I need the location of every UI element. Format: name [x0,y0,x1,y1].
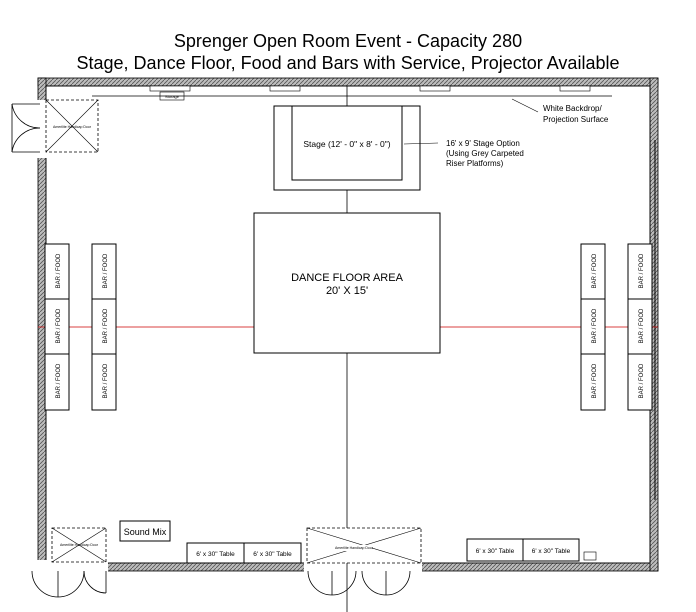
bar-label: BAR / FOOD [56,363,62,398]
door-landing-top-left: Amerilite Handicap Door [45,99,99,153]
dance-floor-label: DANCE FLOOR AREA [291,272,404,284]
sound-mix-label: Sound Mix [124,527,167,537]
bottom-center-door-opening [304,560,422,576]
bar-label: BAR / FOOD [103,308,109,343]
door-label: Amerilite Handicap Door [60,543,99,547]
left-wall-doors [11,103,41,153]
stage: Stage (12' - 0" x 8' - 0") [273,105,421,191]
plan-title: Sprenger Open Room Event - Capacity 280 [173,31,523,51]
stage-label: Stage (12' - 0" x 8' - 0") [303,139,390,149]
door-label: Amerilite Handicap Door [53,125,92,129]
bar-label: BAR / FOOD [56,253,62,288]
bar-label: BAR / FOOD [592,363,598,398]
bar-label: BAR / FOOD [592,308,598,343]
bar-label: BAR / FOOD [56,308,62,343]
door-landing-bottom-center: Amerilite Handicap Door [306,527,422,564]
storage-tag-label: Storage [165,94,180,99]
bar-column-3: BAR / FOOD BAR / FOOD BAR / FOOD [580,243,606,411]
bar-label: BAR / FOOD [103,253,109,288]
door-label: Amerilite Handicap Door [335,546,374,550]
backdrop-leader [511,98,539,113]
table-group-right: 6' x 30" Table 6' x 30" Table [466,538,580,562]
bar-column-4: BAR / FOOD BAR / FOOD BAR / FOOD [627,243,653,411]
bottom-left-door-opening [30,560,108,576]
small-fixture [583,551,597,561]
bottom-center-doors [307,570,411,596]
backdrop-label-2: Projection Surface [543,115,609,124]
bar-label: BAR / FOOD [103,363,109,398]
stage-option-leader [403,142,439,145]
bar-label: BAR / FOOD [639,308,645,343]
table-group-left: 6' x 30" Table 6' x 30" Table [186,542,302,564]
plan-subtitle: Stage, Dance Floor, Food and Bars with S… [76,53,620,73]
dance-floor: DANCE FLOOR AREA 20' X 15' [253,212,441,354]
bottom-left-doors [31,570,107,598]
backdrop-label-1: White Backdrop/ [543,104,602,113]
bar-label: BAR / FOOD [592,253,598,288]
door-landing-bottom-left: Amerilite Handicap Door [51,527,107,563]
table-label: 6' x 30" Table [476,548,515,555]
bar-column-2: BAR / FOOD BAR / FOOD BAR / FOOD [91,243,117,411]
top-wall-notches [149,85,591,92]
bar-label: BAR / FOOD [639,253,645,288]
sound-mix: Sound Mix [119,520,171,542]
table-label: 6' x 30" Table [532,548,571,555]
bar-label: BAR / FOOD [639,363,645,398]
stage-option-label-1: 16' x 9' Stage Option [446,139,520,148]
bar-column-1: BAR / FOOD BAR / FOOD BAR / FOOD [44,243,70,411]
left-door-opening [8,100,50,158]
stage-option-label-2: (Using Grey Carpeted [446,149,524,158]
dance-floor-size: 20' X 15' [326,285,368,297]
stage-option-label-3: Riser Platforms) [446,159,504,168]
table-label: 6' x 30" Table [253,551,292,558]
table-label: 6' x 30" Table [196,551,235,558]
